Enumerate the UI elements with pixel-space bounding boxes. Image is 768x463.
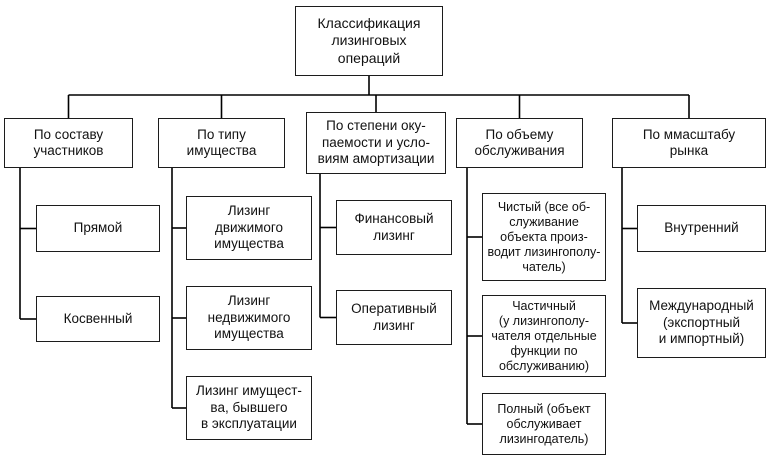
category-by-payback: По степени оку- паемости и усло- виям ам…: [306, 112, 446, 174]
node-partial-leasing: Частичный (у лизингополу- чателя отдельн…: [482, 295, 606, 377]
node-immovable-leasing: Лизинг недвижимого имущества: [186, 286, 312, 350]
node-movable-leasing: Лизинг движимого имущества: [186, 196, 312, 260]
category-by-market-scale: По ммасштабу рынка: [612, 118, 766, 168]
node-financial-leasing: Финансовый лизинг: [336, 200, 452, 255]
node-international: Международный (экспортный и импортный): [637, 288, 766, 358]
node-full-leasing: Полный (объект обслуживает лизингодатель…: [482, 393, 606, 455]
node-net-leasing: Чистый (все об- служивание объекта произ…: [482, 193, 606, 281]
category-by-participants: По составу участников: [4, 118, 133, 168]
node-domestic: Внутренний: [637, 205, 766, 252]
diagram-root-box: Классификация лизинговых операций: [295, 6, 443, 76]
category-by-service-volume: По объему обслуживания: [456, 118, 583, 168]
node-operational-leasing: Оперативный лизинг: [336, 290, 452, 345]
node-direct: Прямой: [36, 205, 160, 252]
node-indirect: Косвенный: [36, 296, 160, 342]
node-used-property-leasing: Лизинг имущест- ва, бывшего в эксплуатац…: [186, 376, 312, 440]
category-by-property-type: По типу имущества: [158, 118, 285, 168]
